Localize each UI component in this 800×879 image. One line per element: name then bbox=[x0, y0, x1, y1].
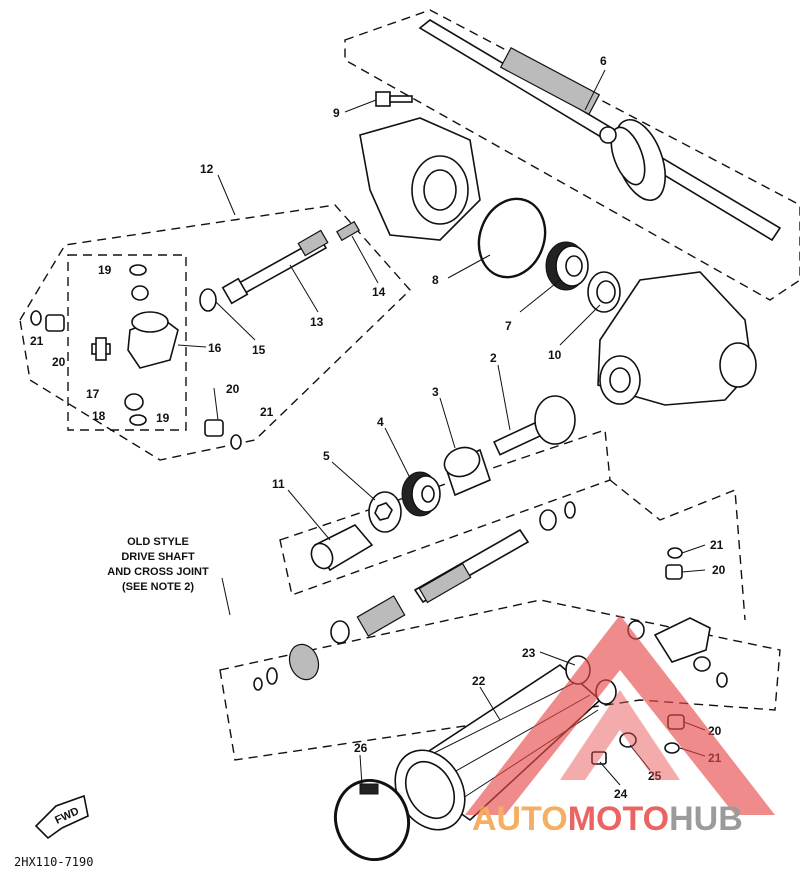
group-boundary-16 bbox=[67, 254, 187, 431]
bearing-4 bbox=[401, 471, 441, 517]
callout-16: 16 bbox=[208, 341, 222, 355]
callout-20-middle: 20 bbox=[226, 382, 240, 396]
o-ring-8 bbox=[477, 197, 547, 279]
callout-10: 10 bbox=[548, 348, 562, 362]
callout-15: 15 bbox=[252, 343, 266, 357]
callout-3: 3 bbox=[432, 385, 439, 399]
callout-22: 22 bbox=[472, 674, 486, 688]
watermark-hub: HUB bbox=[669, 800, 743, 838]
clip-21-lower bbox=[664, 742, 680, 754]
washer-25 bbox=[619, 732, 637, 748]
bearing-20-upper bbox=[665, 564, 683, 580]
fwd-arrow: FWD bbox=[34, 794, 89, 840]
old-style-joint-yoke bbox=[253, 643, 320, 691]
bearing-7 bbox=[545, 241, 589, 291]
watermark-triangle-icon bbox=[465, 615, 775, 815]
callout-21-upper-right: 21 bbox=[710, 538, 724, 552]
callout-20-left: 20 bbox=[52, 355, 66, 369]
callout-17: 17 bbox=[86, 387, 100, 401]
gear-case-cover bbox=[359, 117, 481, 241]
callout-18: 18 bbox=[92, 409, 106, 423]
spacer-3 bbox=[443, 446, 491, 497]
old-style-drive-shaft bbox=[413, 501, 576, 604]
clip-21-right bbox=[230, 434, 242, 450]
clip-21-left bbox=[30, 310, 42, 326]
note-line-3: AND CROSS JOINT bbox=[107, 566, 209, 578]
callout-23: 23 bbox=[522, 646, 536, 660]
bearing-18-bottom bbox=[124, 393, 144, 411]
callout-6: 6 bbox=[600, 54, 607, 68]
callout-7: 7 bbox=[505, 319, 512, 333]
clip-21-upper bbox=[667, 547, 683, 559]
callout-2: 2 bbox=[490, 351, 497, 365]
clamp-26 bbox=[334, 778, 410, 862]
note-line-2: DRIVE SHAFT bbox=[121, 551, 195, 563]
callout-8: 8 bbox=[432, 273, 439, 287]
washer-15 bbox=[199, 288, 217, 312]
nut-5 bbox=[368, 491, 402, 533]
drive-shaft-13 bbox=[221, 229, 329, 305]
bolt-24 bbox=[591, 751, 607, 765]
bearing-20-right bbox=[204, 419, 224, 437]
callout-9: 9 bbox=[333, 106, 340, 120]
bearing-18-top bbox=[131, 285, 149, 301]
oil-seal-10 bbox=[587, 271, 621, 313]
callout-19-bottom: 19 bbox=[156, 411, 170, 425]
group-boundary-lower bbox=[219, 599, 781, 761]
bolt-9 bbox=[375, 91, 413, 107]
callout-21-middle: 21 bbox=[260, 405, 274, 419]
pinion-gear-2 bbox=[493, 395, 576, 456]
final-gear-case bbox=[597, 271, 757, 406]
watermark-logo: AUTOMOTOHUB bbox=[465, 615, 775, 838]
callout-19-top: 19 bbox=[98, 263, 112, 277]
callout-26: 26 bbox=[354, 741, 368, 755]
callout-21-left: 21 bbox=[30, 334, 44, 348]
note-line-4: (SEE NOTE 2) bbox=[122, 581, 194, 593]
callout-11: 11 bbox=[272, 477, 285, 491]
callout-13: 13 bbox=[310, 315, 324, 329]
cross-joint-17 bbox=[91, 337, 111, 361]
callout-20-upper-right: 20 bbox=[712, 563, 726, 577]
universal-joint-16 bbox=[127, 311, 179, 369]
callout-4: 4 bbox=[377, 415, 384, 429]
note-line-1: OLD STYLE bbox=[127, 536, 189, 548]
watermark-auto: AUTO bbox=[472, 800, 568, 838]
callout-5: 5 bbox=[323, 449, 330, 463]
callout-24: 24 bbox=[614, 787, 628, 801]
bearing-20-left bbox=[45, 314, 65, 332]
spring-14 bbox=[336, 220, 360, 242]
old-style-note: OLD STYLE DRIVE SHAFT AND CROSS JOINT (S… bbox=[107, 536, 209, 593]
group-boundary-axle bbox=[344, 9, 800, 301]
callout-25: 25 bbox=[648, 769, 662, 783]
figure-code: 2HX110-7190 bbox=[14, 855, 93, 869]
watermark-moto: MOTO bbox=[568, 800, 669, 838]
old-style-spring bbox=[330, 595, 406, 644]
callout-12: 12 bbox=[200, 162, 214, 176]
sleeve-11 bbox=[310, 524, 374, 572]
clip-19-top bbox=[129, 264, 147, 276]
axle-shaft-6 bbox=[418, 19, 782, 242]
watermark-text: AUTOMOTOHUB bbox=[472, 800, 743, 838]
clip-19-bottom bbox=[129, 414, 147, 426]
callout-14: 14 bbox=[372, 285, 386, 299]
group-boundary-right bbox=[609, 479, 746, 621]
